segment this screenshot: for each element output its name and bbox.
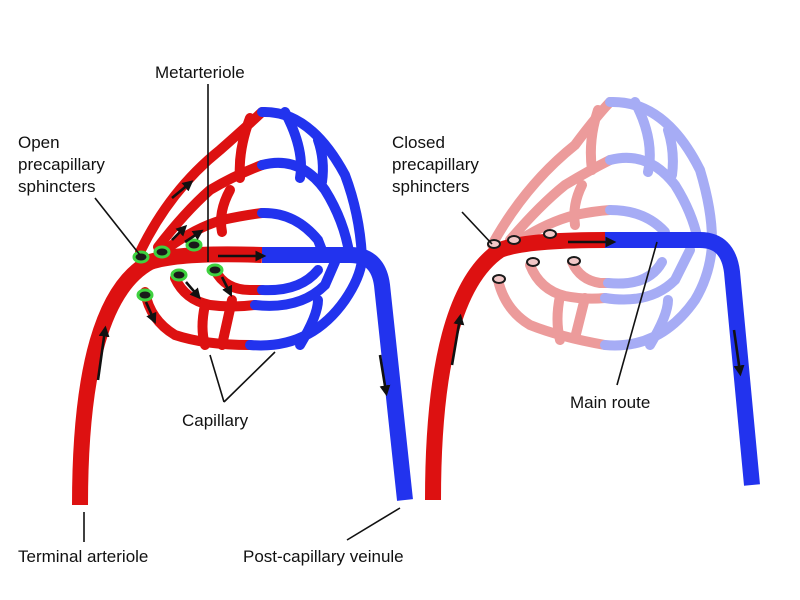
sphincter-1: [132, 250, 150, 264]
label-capillary: Capillary: [182, 411, 249, 430]
open-sphincter-network: [72, 106, 413, 506]
closed-sphincters: [487, 229, 581, 284]
label-main-route: Main route: [570, 393, 650, 412]
faded-arterial-capillary-bed: [487, 97, 615, 350]
arterial-capillary-bed: [135, 107, 267, 350]
sphincter-4: [170, 268, 188, 282]
sphincter-6: [136, 288, 154, 302]
sphincter-5: [206, 263, 224, 277]
label-closed-line2: precapillary: [392, 155, 479, 174]
terminal-arteriole-right: [425, 232, 606, 501]
label-open-line3: sphincters: [18, 177, 95, 196]
closed-sphincter-2: [507, 235, 521, 245]
closed-sphincter-4: [526, 257, 540, 267]
label-open-line2: precapillary: [18, 155, 105, 174]
main-route-venule: [605, 232, 760, 486]
sphincter-2: [153, 245, 171, 259]
venous-capillary-bed: [245, 106, 367, 351]
flow-arrows-left: [96, 180, 391, 397]
label-open-line1: Open: [18, 133, 60, 152]
flow-arrows-right: [450, 236, 745, 377]
closed-sphincter-3: [543, 229, 557, 239]
terminal-arteriole: [72, 246, 263, 506]
label-metarteriole: Metarteriole: [155, 63, 245, 82]
leader-lines: [83, 84, 658, 542]
closed-sphincter-6: [492, 274, 506, 284]
closed-sphincter-5: [567, 256, 581, 266]
label-post-capillary-venule: Post-capillary veinule: [243, 547, 404, 566]
label-closed-line1: Closed: [392, 133, 445, 152]
faded-venous-capillary-bed: [600, 96, 717, 351]
labels: Metarteriole Open precapillary sphincter…: [18, 63, 650, 566]
sphincter-3: [185, 238, 203, 252]
label-closed-line3: sphincters: [392, 177, 469, 196]
open-sphincters: [132, 238, 224, 302]
closed-sphincter-network: [425, 96, 760, 501]
post-capillary-venule: [262, 247, 413, 501]
label-terminal-arteriole: Terminal arteriole: [18, 547, 148, 566]
